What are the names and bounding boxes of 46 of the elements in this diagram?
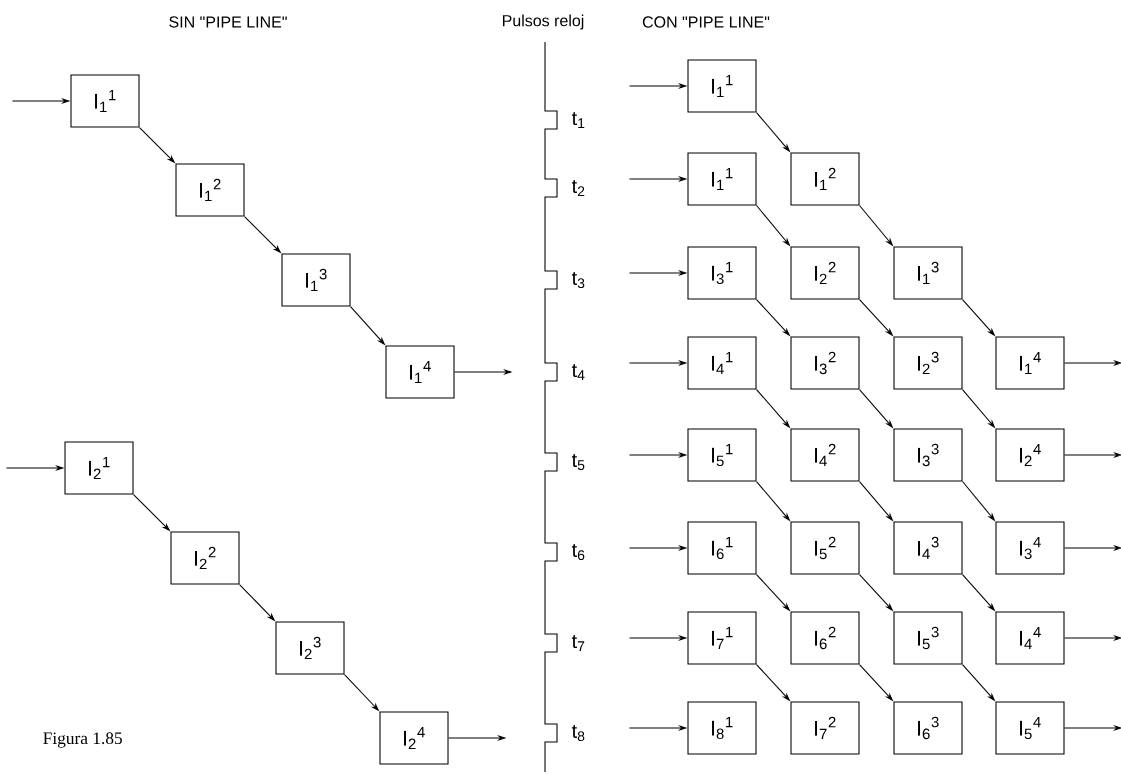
caption: Figura 1.85 <box>43 732 122 748</box>
stage-box: I$_{7}$1 <box>687 611 757 665</box>
clock-pulse-label: t$_{7}$ <box>571 635 585 651</box>
stage-box: I$_{2}$3 <box>893 336 963 390</box>
clock-pulse-label: t$_{2}$ <box>571 179 585 197</box>
stage-box: I$_{1}$4 <box>995 336 1065 390</box>
stage-box: I$_{2}$3 <box>275 621 345 675</box>
clock-pulse-label: t$_{4}$ <box>571 364 585 380</box>
stage-box: I$_{7}$2 <box>790 701 860 755</box>
stage-box: I$_{3}$2 <box>790 336 860 390</box>
stage-box: I$_{5}$4 <box>995 701 1065 755</box>
stage-box: I$_{5}$1 <box>687 428 757 482</box>
stage-box: I$_{4}$1 <box>687 336 757 390</box>
clock-pulse-label: t$_{5}$ <box>571 453 585 471</box>
stage-box: I$_{1}$3 <box>281 253 351 307</box>
stage-box: I$_{2}$4 <box>995 428 1065 482</box>
stage-box: I$_{1}$1 <box>687 59 757 113</box>
stage-box: I$_{1}$1 <box>70 74 140 128</box>
stage-box: I$_{1}$4 <box>385 345 455 399</box>
stage-box: I$_{6}$3 <box>893 701 963 755</box>
stage-box: I$_{5}$2 <box>790 521 860 575</box>
stage-box: I$_{1}$2 <box>175 163 245 217</box>
stage-box: I$_{1}$2 <box>790 152 860 206</box>
clock-pulse-label: t$_{6}$ <box>571 543 585 561</box>
clock-pulse-label: t$_{1}$ <box>571 112 585 128</box>
stage-box: I$_{1}$3 <box>893 246 963 300</box>
stage-box: I$_{2}$4 <box>379 711 449 765</box>
stage-box: I$_{5}$3 <box>893 611 963 665</box>
heading: CON "PIPE LINE" <box>642 16 770 28</box>
stage-box: I$_{6}$2 <box>790 611 860 665</box>
stage-box: I$_{3}$3 <box>893 428 963 482</box>
stage-box: I$_{8}$1 <box>687 701 757 755</box>
stage-box: I$_{3}$4 <box>995 521 1065 575</box>
clock-pulse-label: t$_{8}$ <box>571 724 585 742</box>
stage-box: I$_{2}$1 <box>64 441 134 495</box>
stage-box: I$_{6}$1 <box>687 521 757 575</box>
stage-box: I$_{1}$1 <box>687 152 757 206</box>
clock-pulse-label: t$_{3}$ <box>571 271 585 289</box>
heading: Pulsos reloj <box>502 14 584 30</box>
stage-box: I$_{2}$2 <box>790 246 860 300</box>
stage-box: I$_{4}$3 <box>893 521 963 575</box>
stage-box: I$_{2}$2 <box>170 531 240 585</box>
stage-box: I$_{3}$1 <box>687 246 757 300</box>
stage-box: I$_{4}$4 <box>995 611 1065 665</box>
heading: SIN "PIPE LINE" <box>169 16 287 28</box>
stage-box: I$_{4}$2 <box>790 428 860 482</box>
